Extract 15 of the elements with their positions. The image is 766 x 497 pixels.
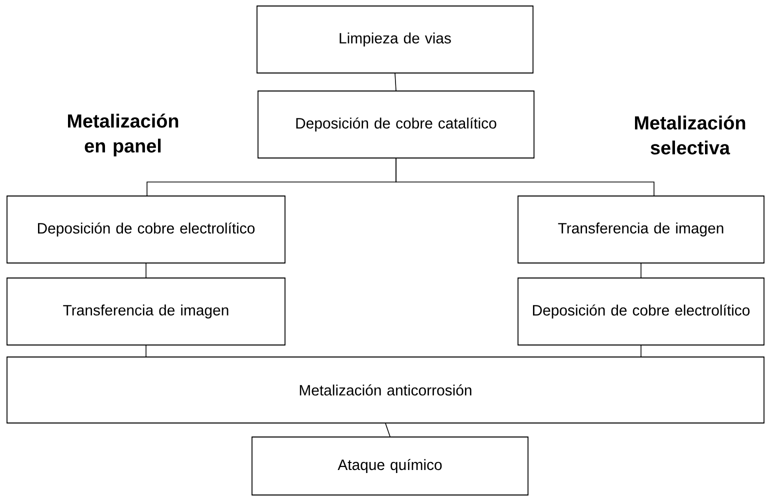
connector-line [394, 73, 396, 91]
process-box: Limpieza de vias [256, 6, 534, 74]
connector-line [396, 158, 654, 196]
process-box: Metalización anticorrosión [6, 356, 764, 424]
process-box: Deposición de cobre electrolítico [6, 196, 286, 264]
connector-line [385, 423, 390, 437]
process-box: Transferencia de imagen [6, 278, 286, 346]
process-box: Deposición de cobre electrolítico [518, 278, 764, 346]
connector-line [640, 345, 642, 357]
process-box: Deposición de cobre catalítico [258, 90, 534, 158]
heading: Metalización en panel [68, 114, 178, 156]
process-box: Ataque químico [252, 436, 528, 496]
heading: Metalización selectiva [635, 116, 746, 154]
process-box: Transferencia de imagen [518, 196, 764, 264]
connector-line [640, 263, 642, 278]
